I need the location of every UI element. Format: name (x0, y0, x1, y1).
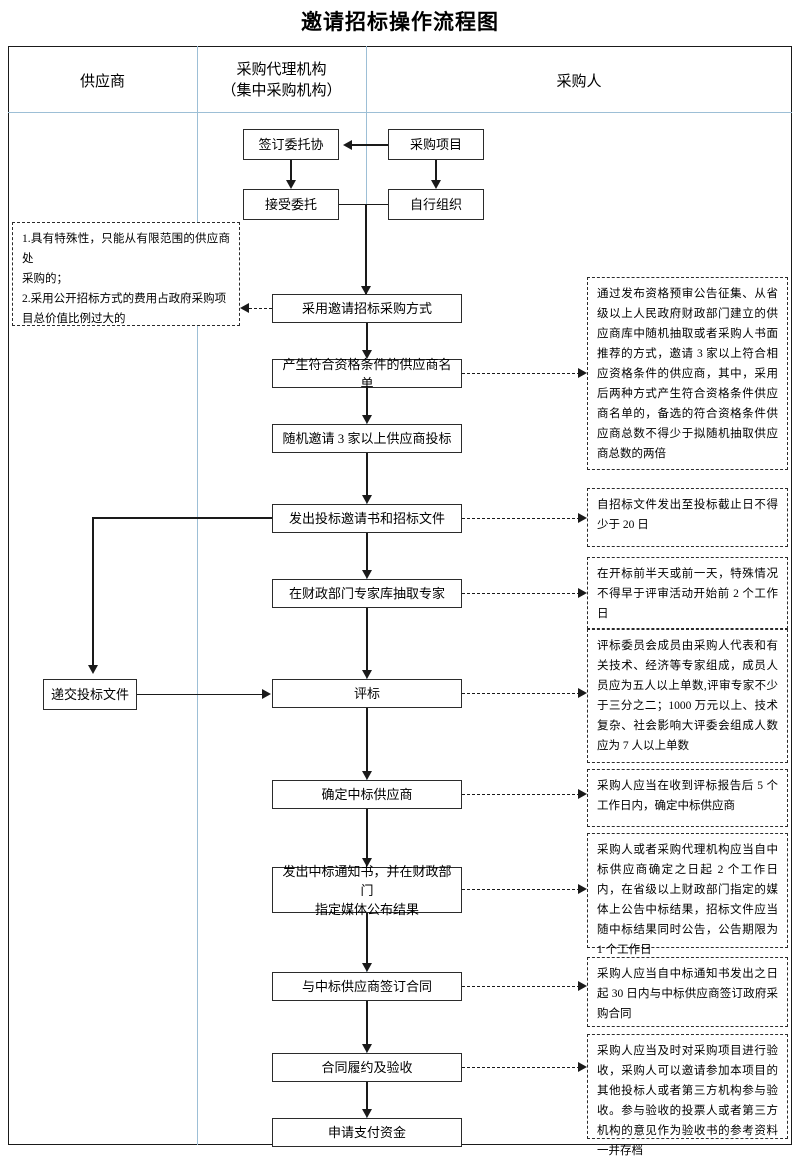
note-supplier-list-rule: 通过发布资格预审公告征集、从省级以上人民政府财政部门建立的供应商库中随机抽取或者… (587, 277, 788, 470)
arrow-note-supplier-list (578, 368, 587, 378)
node-bid-evaluation[interactable]: 评标 (272, 679, 462, 708)
connector-project-to-sign (352, 144, 388, 146)
node-issue-winning-notice[interactable]: 发出中标通知书，并在财政部门 指定媒体公布结果 (272, 864, 462, 917)
arrow-note-committee (578, 688, 587, 698)
arrow-contract-to-performance (361, 1044, 372, 1053)
note-bid-deadline-rule: 自招标文件发出至投标截止日不得少于 20 日 (587, 488, 788, 547)
arrow-invite-three-to-issue (361, 495, 372, 504)
arrow-project-to-sign (343, 139, 352, 150)
node-issue-invitation-docs[interactable]: 发出投标邀请书和招标文件 (272, 504, 462, 533)
column-header-supplier: 供应商 (8, 72, 197, 93)
node-procurement-project[interactable]: 采购项目 (388, 129, 484, 160)
connector-invite-mode-to-list (366, 323, 368, 353)
node-issue-winning-notice-line1: 发出中标通知书，并在财政部门 (282, 863, 452, 898)
arrow-issue-to-submit (88, 665, 98, 674)
arrow-draw-to-evaluation (361, 670, 372, 679)
note-committee-rule: 评标委员会成员由采购人代表和有关技术、经济等专家组成，成员人员应为五人以上单数,… (587, 629, 788, 763)
arrow-notice-to-contract (361, 963, 372, 972)
node-issue-winning-notice-line2: 指定媒体公布结果 (314, 901, 419, 917)
note-invite-conditions-line3: 2.采用公开招标方式的费用占政府采购项 (22, 293, 227, 305)
connector-invite-three-to-issue (366, 453, 368, 499)
note-invite-conditions-line4: 目总价值比例过大的 (22, 313, 126, 325)
connector-issue-to-submit-vertical (92, 517, 94, 669)
connector-note-committee (462, 693, 580, 694)
arrow-note-bid-deadline (578, 513, 587, 523)
arrow-issue-to-draw (361, 570, 372, 579)
note-invite-conditions-line1: 1.具有特殊性，只能从有限范围的供应商处 (22, 233, 230, 265)
arrow-note-acceptance (578, 1062, 587, 1072)
node-draw-experts[interactable]: 在财政部门专家库抽取专家 (272, 579, 462, 608)
note-notice-rule: 采购人或者采购代理机构应当自中标供应商确定之日起 2 个工作日内，在省级以上财政… (587, 833, 788, 956)
node-apply-payment[interactable]: 申请支付资金 (272, 1118, 462, 1147)
connector-merge-vertical (365, 203, 367, 294)
arrow-sign-to-accept (285, 180, 296, 189)
note-invite-conditions: 1.具有特殊性，只能从有限范围的供应商处 采购的； 2.采用公开招标方式的费用占… (12, 222, 240, 326)
note-contract-rule: 采购人应当自中标通知书发出之日起 30 日内与中标供应商签订政府采购合同 (587, 957, 788, 1027)
column-divider-supplier-agency (197, 46, 198, 1145)
connector-draw-to-evaluation (366, 608, 368, 674)
node-sign-contract[interactable]: 与中标供应商签订合同 (272, 972, 462, 1001)
column-header-agency: 采购代理机构 （集中采购机构） (197, 60, 366, 102)
connector-notice-to-contract (366, 913, 368, 967)
arrow-note-notice (578, 884, 587, 894)
connector-note-supplier-list (462, 373, 580, 374)
header-row-divider (8, 112, 792, 113)
arrow-note-invite-conditions (240, 303, 249, 313)
arrow-submit-to-evaluation (262, 688, 271, 699)
connector-issue-to-submit-horizontal (92, 517, 272, 519)
connector-note-winner (462, 794, 580, 795)
arrow-invite-mode-to-list (361, 350, 372, 359)
node-sign-entrust[interactable]: 签订委托协 (243, 129, 339, 160)
connector-project-to-self (435, 160, 437, 182)
arrow-project-to-self (430, 180, 441, 189)
connector-note-bid-deadline (462, 518, 580, 519)
node-generate-supplier-list[interactable]: 产生符合资格条件的供应商名单 (272, 357, 462, 391)
arrow-performance-to-payment (361, 1109, 372, 1118)
node-contract-performance[interactable]: 合同履约及验收 (272, 1053, 462, 1082)
connector-note-acceptance (462, 1067, 580, 1068)
connector-note-notice (462, 889, 580, 890)
connector-evaluation-to-winner (366, 708, 368, 775)
node-self-organize[interactable]: 自行组织 (388, 189, 484, 220)
connector-submit-to-evaluation (137, 693, 263, 696)
column-header-supplier-label: 供应商 (79, 74, 125, 90)
arrow-evaluation-to-winner (361, 771, 372, 780)
arrow-note-expert-draw (578, 588, 587, 598)
connector-list-to-invite-three (366, 388, 368, 418)
node-use-invite-mode[interactable]: 采用邀请招标采购方式 (272, 294, 462, 323)
arrow-list-to-invite-three (361, 415, 372, 424)
connector-merge-horizontal (339, 203, 388, 206)
note-acceptance-rule: 采购人应当及时对采购项目进行验收，采购人可以邀请参加本项目的其他投标人或者第三方… (587, 1034, 788, 1157)
connector-issue-to-draw (366, 533, 368, 574)
note-invite-conditions-line2: 采购的； (22, 273, 68, 285)
connector-note-contract (462, 986, 580, 987)
note-expert-draw-rule: 在开标前半天或前一天，特殊情况不得早于评审活动开始前 2 个工作日 (587, 557, 788, 629)
note-winner-rule: 采购人应当在收到评标报告后 5 个工作日内，确定中标供应商 (587, 769, 788, 827)
arrow-winner-to-notice (361, 858, 372, 867)
connector-note-expert-draw (462, 593, 580, 594)
arrow-note-winner (578, 789, 587, 799)
node-determine-winner[interactable]: 确定中标供应商 (272, 780, 462, 809)
connector-sign-to-accept (290, 160, 292, 182)
column-header-agency-label-2: （集中采购机构） (221, 83, 342, 99)
column-header-agency-label-1: 采购代理机构 (236, 62, 327, 78)
connector-contract-to-performance (366, 1001, 368, 1048)
connector-winner-to-notice (366, 809, 368, 862)
column-header-purchaser: 采购人 (366, 72, 792, 93)
node-accept-entrust[interactable]: 接受委托 (243, 189, 339, 220)
node-submit-bid-docs[interactable]: 递交投标文件 (43, 679, 137, 710)
connector-note-invite-conditions (249, 308, 272, 309)
arrow-merge-to-invite-mode (360, 286, 371, 295)
arrow-note-contract (578, 981, 587, 991)
page-title: 邀请招标操作流程图 (301, 11, 499, 34)
node-invite-three-suppliers[interactable]: 随机邀请 3 家以上供应商投标 (272, 424, 462, 453)
connector-performance-to-payment (366, 1082, 368, 1113)
column-header-purchaser-label: 采购人 (556, 74, 602, 90)
